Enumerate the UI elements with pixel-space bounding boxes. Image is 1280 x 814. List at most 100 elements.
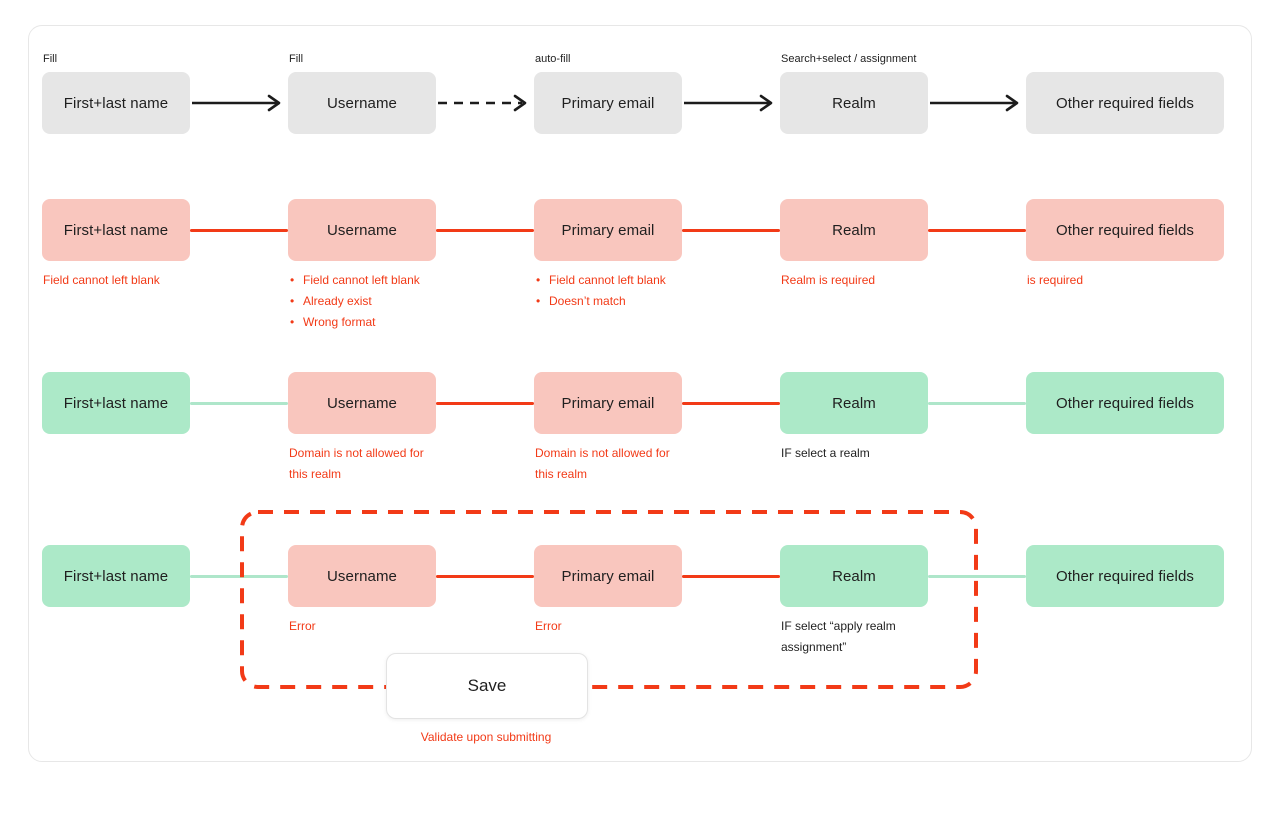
cell-username: Username Field cannot left blank Already… — [288, 199, 436, 333]
box-username: Username — [288, 72, 436, 134]
box-label: Primary email — [561, 567, 655, 585]
validation-note: is required — [1027, 273, 1084, 287]
connector-line-green — [190, 372, 288, 434]
step-annotation: Fill — [43, 53, 58, 65]
box-label: Realm — [832, 394, 876, 412]
flow-row-fill: Fill First+last name Fill Username auto-… — [42, 53, 1224, 134]
box-first-last-name: First+last name — [42, 372, 190, 434]
connector-line-red — [682, 545, 780, 607]
cell-primary-email: Primary email Field cannot left blank Do… — [534, 199, 682, 312]
connector-line-green — [928, 545, 1026, 607]
box-label: First+last name — [63, 221, 169, 239]
validation-note: Wrong format — [289, 312, 420, 333]
validation-note: Error — [289, 619, 316, 633]
box-username: Username — [288, 372, 436, 434]
box-label: Primary email — [561, 94, 655, 112]
connector-line-red — [682, 372, 780, 434]
validation-note-list: Field cannot left blank Already exist Wr… — [289, 270, 420, 333]
arrow-solid-connector — [682, 72, 780, 134]
cell-primary-email: auto-fill Primary email — [534, 53, 682, 134]
connector-line-green — [190, 545, 288, 607]
box-primary-email: Primary email — [534, 372, 682, 434]
connector-line-green — [928, 372, 1026, 434]
arrow-right-icon — [930, 94, 1019, 112]
box-other-required-fields: Other required fields — [1026, 72, 1224, 134]
connector-line-red — [436, 372, 534, 434]
box-label: Primary email — [561, 394, 655, 412]
box-other-required-fields: Other required fields — [1026, 545, 1224, 607]
box-label: Other required fields — [1055, 394, 1194, 412]
validation-note: Error — [535, 619, 562, 633]
box-label: Other required fields — [1055, 221, 1194, 239]
arrow-right-icon — [192, 94, 281, 112]
validation-note: Field cannot left blank — [289, 270, 420, 291]
validation-note: Domain is not allowed for this realm — [289, 446, 424, 481]
cell-primary-email: Primary email Domain is not allowed for … — [534, 372, 682, 481]
box-label: First+last name — [63, 94, 169, 112]
save-button[interactable]: Save — [386, 653, 588, 719]
box-label: Username — [327, 221, 397, 239]
validation-note: Domain is not allowed for this realm — [535, 446, 670, 481]
box-label: Realm — [832, 567, 876, 585]
box-username: Username — [288, 199, 436, 261]
box-label: Username — [327, 394, 397, 412]
box-first-last-name: First+last name — [42, 545, 190, 607]
box-realm: Realm — [780, 372, 928, 434]
validation-note: Realm is required — [781, 273, 876, 287]
cell-realm: Realm Realm is required — [780, 199, 928, 287]
cell-first-last-name: First+last name Field cannot left blank — [42, 199, 190, 287]
validation-note: Field cannot left blank — [535, 270, 666, 291]
connector-line-red — [190, 199, 288, 261]
box-label: Username — [327, 567, 397, 585]
box-label: First+last name — [63, 394, 169, 412]
cell-other-required-fields: Other required fields — [1026, 372, 1224, 434]
cell-username: Fill Username — [288, 53, 436, 134]
cell-realm: Realm IF select a realm — [780, 372, 928, 460]
validation-note: Already exist — [289, 291, 420, 312]
flow-row-domain-errors: First+last name Username Domain is not a… — [42, 372, 1224, 481]
box-primary-email: Primary email — [534, 545, 682, 607]
connector-line-red — [436, 199, 534, 261]
box-realm: Realm — [780, 199, 928, 261]
box-label: Other required fields — [1055, 94, 1194, 112]
box-first-last-name: First+last name — [42, 199, 190, 261]
arrow-solid-connector — [928, 72, 1026, 134]
arrow-right-dashed-icon — [438, 94, 527, 112]
step-annotation: Fill — [289, 53, 304, 65]
save-footnote: Validate upon submitting — [420, 730, 552, 744]
validation-note-list: Field cannot left blank Doesn’t match — [535, 270, 666, 312]
arrow-dashed-connector — [436, 72, 534, 134]
box-realm: Realm — [780, 545, 928, 607]
condition-note: IF select a realm — [781, 446, 870, 460]
step-annotation: auto-fill — [535, 53, 571, 65]
box-realm: Realm — [780, 72, 928, 134]
cell-first-last-name: Fill First+last name — [42, 53, 190, 134]
condition-note: IF select “apply realm assignment” — [781, 619, 896, 654]
connector-line-red — [682, 199, 780, 261]
box-first-last-name: First+last name — [42, 72, 190, 134]
box-other-required-fields: Other required fields — [1026, 372, 1224, 434]
box-label: Realm — [832, 221, 876, 239]
validation-note: Field cannot left blank — [43, 273, 160, 287]
cell-other-required-fields: Other required fields is required — [1026, 199, 1224, 287]
cell-realm: Realm IF select “apply realm assignment” — [780, 545, 928, 654]
box-primary-email: Primary email — [534, 72, 682, 134]
box-label: First+last name — [63, 567, 169, 585]
box-label: Username — [327, 94, 397, 112]
step-annotation: Search+select / assignment — [781, 53, 917, 65]
cell-primary-email: Primary email Error — [534, 545, 682, 633]
box-other-required-fields: Other required fields — [1026, 199, 1224, 261]
connector-line-red — [436, 545, 534, 607]
cell-realm: Search+select / assignment Realm — [780, 53, 928, 134]
box-label: Primary email — [561, 221, 655, 239]
cell-username: Username Error — [288, 545, 436, 633]
arrow-solid-connector — [190, 72, 288, 134]
box-primary-email: Primary email — [534, 199, 682, 261]
flow-row-all-errors: First+last name Field cannot left blank … — [42, 199, 1224, 333]
cell-first-last-name: First+last name — [42, 372, 190, 434]
cell-other-required-fields: Other required fields — [1026, 545, 1224, 607]
arrow-right-icon — [684, 94, 773, 112]
box-username: Username — [288, 545, 436, 607]
box-label: Realm — [832, 94, 876, 112]
cell-other-required-fields: Other required fields — [1026, 72, 1224, 134]
